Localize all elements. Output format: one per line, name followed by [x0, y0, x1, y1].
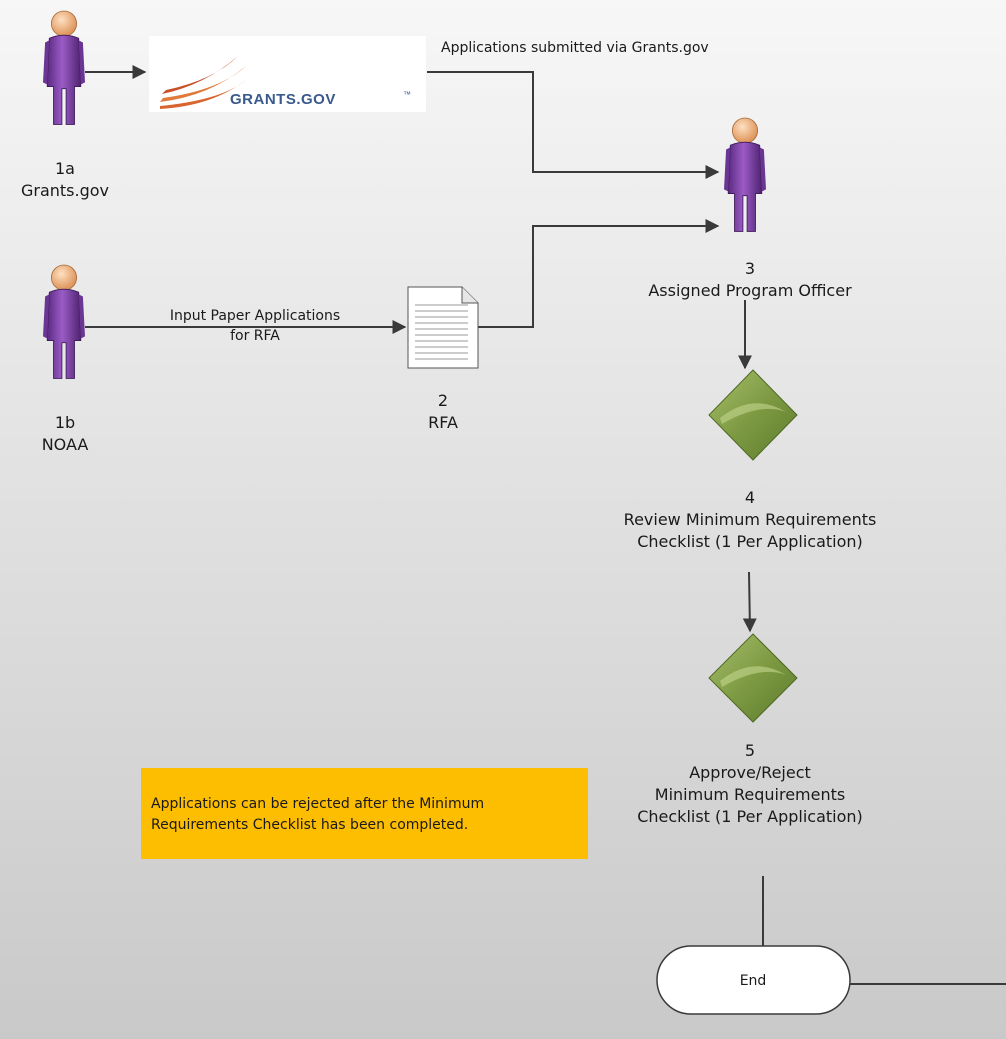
- node-name-2: RFA: [428, 413, 458, 432]
- node-number-1b: 1b: [54, 413, 76, 432]
- person-icon-noaa: [42, 264, 86, 379]
- person-icon-officer: [723, 117, 767, 232]
- edge-label-grants: Applications submitted via Grants.gov: [441, 40, 709, 56]
- document-icon-rfa: [407, 286, 479, 369]
- node-line2-4: Checklist (1 Per Application): [637, 532, 863, 551]
- edge-label-noaa-line1: Input Paper Applications: [169, 308, 341, 324]
- grants-gov-wordmark: GRANTS.GOV: [230, 91, 336, 108]
- trademark-mark: ™: [403, 90, 411, 99]
- node-label-2: 2 RFA: [393, 390, 493, 434]
- node-number-5: 5: [744, 741, 756, 760]
- grants-gov-logo: GRANTS.GOV ™: [149, 36, 426, 112]
- decision-diamond-review: [708, 369, 798, 461]
- person-icon-grants: [42, 10, 86, 125]
- node-name-1b: NOAA: [41, 435, 89, 454]
- node-label-5: 5 Approve/Reject Minimum Requirements Ch…: [585, 740, 915, 828]
- note-line1: Applications can be rejected after the M…: [151, 796, 485, 812]
- node-line2-5: Minimum Requirements: [654, 785, 846, 804]
- node-number-4: 4: [744, 488, 756, 507]
- node-number-1a: 1a: [55, 159, 75, 178]
- edge-review-to-approve: [742, 571, 757, 633]
- edge-grants-to-officer: [427, 71, 720, 179]
- decision-diamond-approve: [708, 633, 798, 723]
- node-label-1a: 1a Grants.gov: [0, 158, 130, 202]
- node-label-3: 3 Assigned Program Officer: [595, 258, 905, 302]
- end-label: End: [740, 973, 767, 989]
- edge-label-noaa-line2: for RFA: [230, 328, 280, 344]
- node-number-2: 2: [437, 391, 449, 410]
- node-label-4: 4 Review Minimum Requirements Checklist …: [585, 487, 915, 553]
- node-line3-5: Checklist (1 Per Application): [637, 807, 863, 826]
- node-line1-5: Approve/Reject: [689, 763, 811, 782]
- rejection-note: Applications can be rejected after the M…: [141, 768, 588, 859]
- node-line1-4: Review Minimum Requirements: [623, 510, 877, 529]
- edge-label-noaa: Input Paper Applications for RFA: [120, 306, 390, 346]
- node-name-1a: Grants.gov: [20, 181, 110, 200]
- end-terminator: End: [656, 945, 851, 1015]
- edge-rfa-to-officer: [478, 219, 720, 328]
- node-number-3: 3: [744, 259, 756, 278]
- connectors: [85, 65, 1006, 985]
- node-label-1b: 1b NOAA: [0, 412, 130, 456]
- note-line2: Requirements Checklist has been complete…: [151, 817, 469, 833]
- node-name-3: Assigned Program Officer: [648, 281, 852, 300]
